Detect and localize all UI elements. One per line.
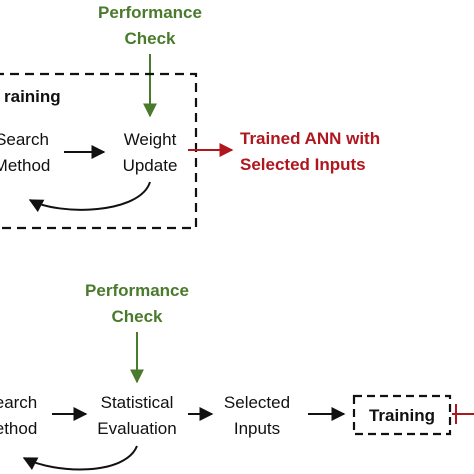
top-performance-check-line2: Check — [124, 29, 176, 48]
top-output-line1: Trained ANN with — [240, 129, 380, 148]
bottom-performance-check-line1: Performance — [85, 281, 189, 300]
bottom-search-method-line2: ethod — [0, 419, 37, 438]
top-training-box-title: raining — [4, 87, 61, 106]
bottom-training-box-label: Training — [369, 406, 435, 425]
bottom-feedback-arrow — [22, 445, 138, 471]
top-weight-update-line1: Weight — [124, 130, 177, 149]
top-search-method-line2: Method — [0, 156, 50, 175]
bottom-selected-inputs-line1: Selected — [224, 393, 290, 412]
top-output-line2: Selected Inputs — [240, 155, 366, 174]
top-feedback-arrow — [28, 181, 151, 213]
top-weight-update-line2: Update — [123, 156, 178, 175]
bottom-performance-check-line2: Check — [111, 307, 163, 326]
bottom-training-box — [352, 394, 452, 436]
top-performance-check-line1: Performance — [98, 3, 202, 22]
bottom-statistical-evaluation-line1: Statistical — [101, 393, 174, 412]
top-search-method-line1: Search — [0, 130, 49, 149]
bottom-search-method-line1: earch — [0, 393, 37, 412]
bottom-statistical-evaluation-line2: Evaluation — [97, 419, 176, 438]
bottom-selected-inputs-line2: Inputs — [234, 419, 280, 438]
